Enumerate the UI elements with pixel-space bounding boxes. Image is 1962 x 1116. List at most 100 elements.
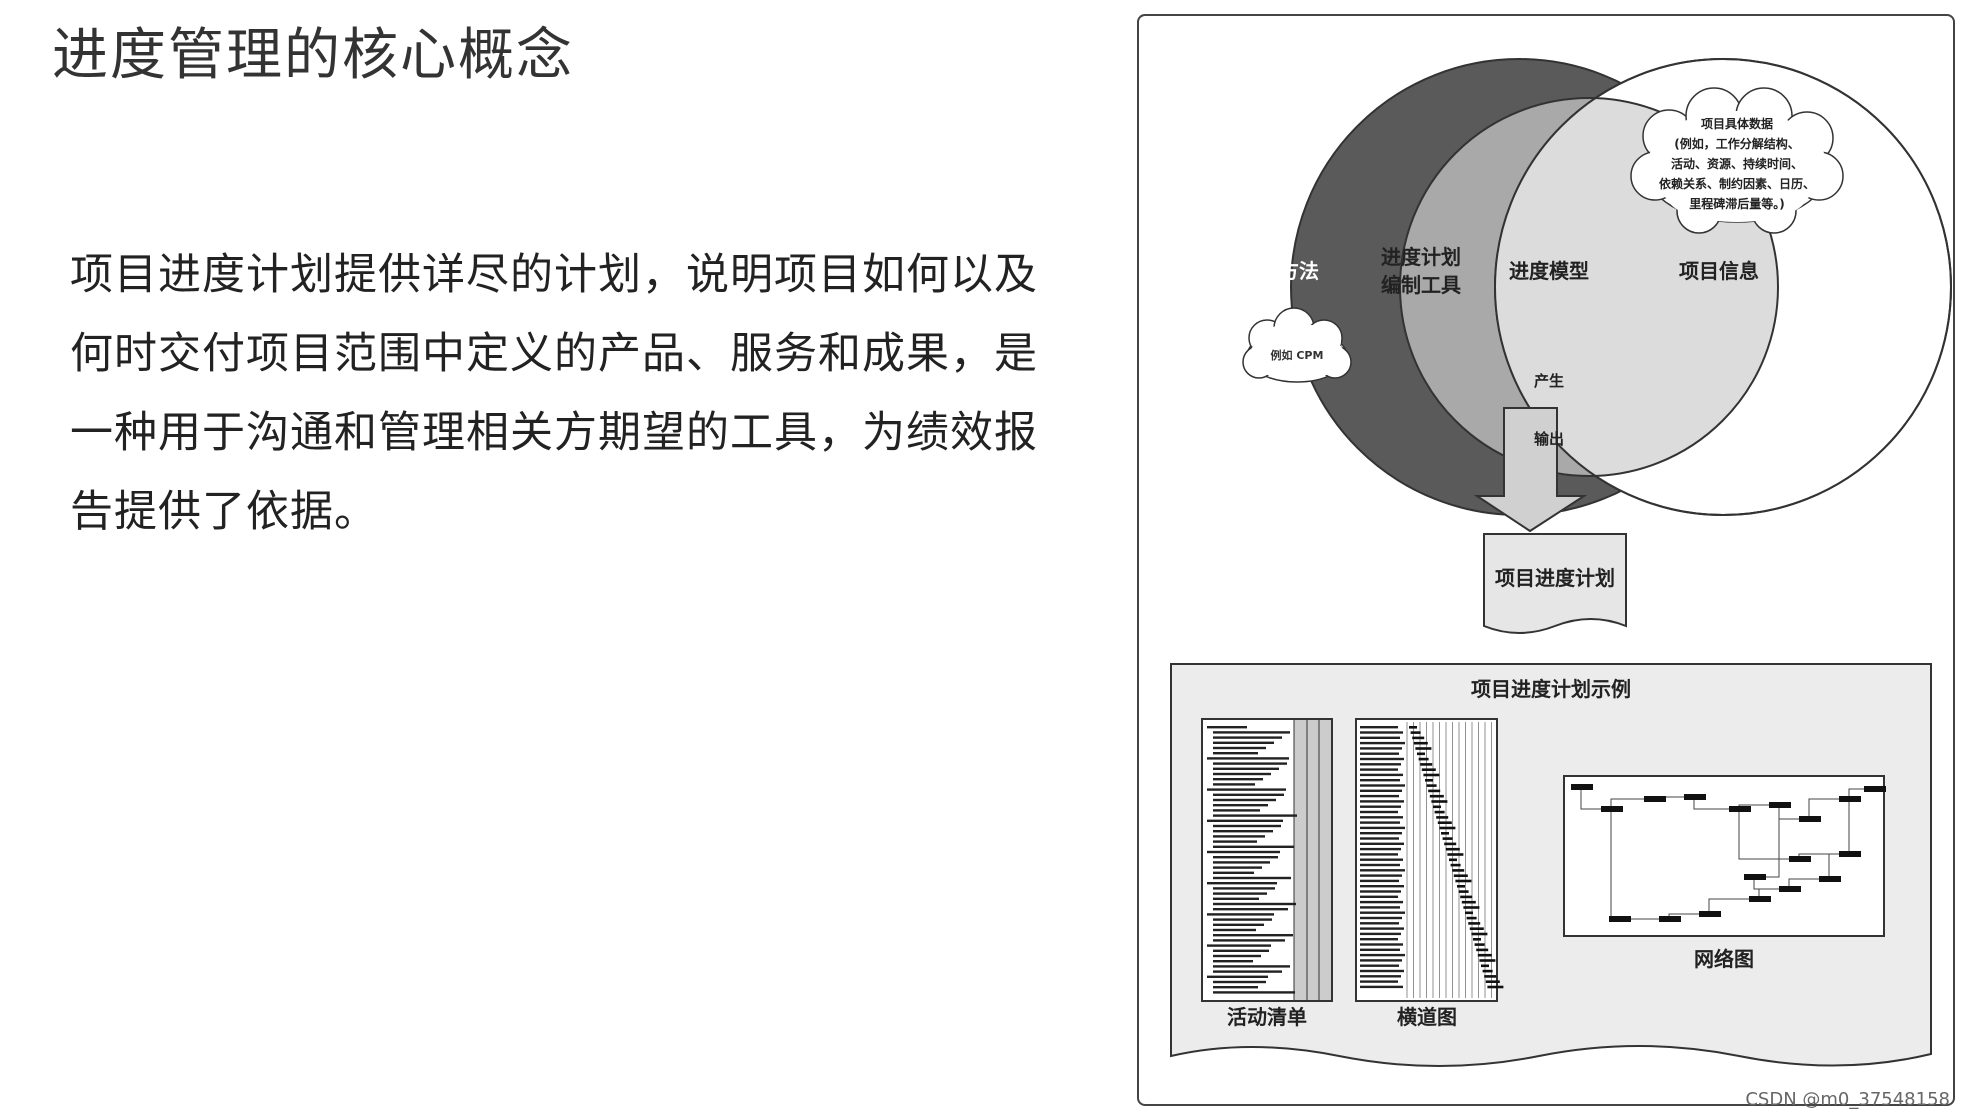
bar-mark: [1431, 800, 1448, 803]
bar-row-label: [1360, 932, 1401, 936]
bar-mark: [1466, 916, 1477, 920]
bar-mark: [1461, 900, 1476, 904]
bar-row-label: [1360, 900, 1403, 904]
bar-mark: [1420, 763, 1433, 766]
schedule-examples-title: 项目进度计划示例: [1471, 677, 1631, 701]
network-link: [1808, 798, 1839, 819]
activity-row: [1213, 871, 1254, 874]
activity-row: [1213, 798, 1276, 802]
activity-row: [1213, 861, 1270, 864]
network-node: [1699, 911, 1721, 917]
activity-row: [1213, 840, 1257, 843]
bar-mark: [1415, 747, 1432, 750]
bar-row-label: [1360, 763, 1401, 766]
bar-row-label: [1360, 959, 1402, 962]
network-diagram-thumbnail: [1563, 775, 1886, 937]
bar-row-label: [1360, 826, 1405, 830]
project-data-line-2: (例如，工作分解结构、: [1674, 136, 1800, 151]
bar-mark: [1410, 731, 1421, 734]
bar-mark: [1418, 757, 1429, 761]
bar-row-label: [1360, 757, 1404, 761]
bar-mark: [1428, 789, 1441, 793]
bar-mark: [1426, 784, 1437, 787]
bar-row-label: [1360, 784, 1405, 787]
activity-row: [1213, 960, 1253, 963]
bar-mark: [1442, 837, 1453, 840]
bar-chart-label: 横道图: [1397, 1005, 1457, 1029]
bar-mark: [1471, 932, 1488, 936]
activity-row: [1213, 991, 1295, 994]
figure-diagram: 计划方法 例如 CPM 进度计划 编制工具 进度模型 产生 项目信息 项目具体数…: [1170, 58, 1952, 1067]
bar-row-label: [1360, 726, 1398, 729]
project-data-line-3: 活动、资源、持续时间、: [1671, 156, 1803, 171]
activity-row: [1207, 757, 1289, 760]
project-data-cloud: [1630, 87, 1844, 234]
bar-mark: [1450, 863, 1461, 867]
activity-row: [1213, 965, 1290, 968]
network-link: [1610, 798, 1644, 809]
bar-mark: [1469, 927, 1484, 930]
activity-row: [1207, 913, 1274, 916]
activity-row: [1207, 975, 1268, 978]
activity-row: [1213, 772, 1271, 776]
activity-row: [1213, 934, 1293, 937]
bar-row-label: [1360, 794, 1399, 798]
bar-mark: [1479, 959, 1496, 962]
activity-row: [1213, 746, 1266, 750]
bar-mark: [1441, 832, 1449, 835]
bar-row-label: [1360, 948, 1400, 951]
network-link: [1788, 878, 1819, 889]
project-schedule-label: 项目进度计划: [1495, 566, 1615, 590]
bar-row-label: [1360, 885, 1404, 888]
activity-row: [1213, 762, 1287, 765]
activity-row: [1213, 752, 1258, 755]
project-data-line-5: 里程碑滞后量等。): [1689, 196, 1785, 211]
bar-row-label: [1360, 821, 1400, 824]
network-node: [1779, 886, 1801, 892]
bar-row-label: [1360, 922, 1399, 925]
bar-mark: [1455, 879, 1472, 883]
bar-row-label: [1360, 805, 1401, 808]
network-node: [1769, 802, 1791, 808]
activity-row: [1213, 835, 1265, 838]
network-node: [1609, 916, 1631, 922]
bar-mark: [1487, 985, 1504, 989]
bar-mark: [1433, 805, 1441, 809]
output-arrow: [1473, 407, 1588, 533]
activity-row: [1213, 918, 1272, 921]
description-paragraph: 项目进度计划提供详尽的计划，说明项目如何以及何时交付项目范围中定义的产品、服务和…: [70, 250, 1038, 537]
activity-row: [1207, 788, 1286, 791]
network-node: [1644, 796, 1666, 802]
network-node: [1819, 876, 1841, 882]
bar-mark: [1468, 922, 1481, 925]
bar-row-label: [1360, 964, 1399, 967]
planning-method-label: 计划方法: [1239, 259, 1319, 283]
network-node: [1749, 896, 1771, 902]
bar-mark: [1484, 975, 1497, 978]
page-title: 进度管理的核心概念: [52, 23, 574, 88]
network-link: [1738, 809, 1789, 860]
bar-row-label: [1360, 985, 1403, 989]
activity-row: [1213, 814, 1297, 817]
bar-mark: [1434, 810, 1445, 814]
activity-row: [1213, 856, 1278, 859]
bar-row-label: [1360, 938, 1398, 941]
bar-row-label: [1360, 847, 1401, 851]
activity-row: [1207, 944, 1271, 947]
activity-row: [1207, 850, 1280, 854]
bar-row-label: [1360, 980, 1398, 983]
bar-mark: [1437, 821, 1452, 824]
activity-row: [1213, 804, 1268, 807]
activity-row: [1213, 824, 1281, 828]
bar-row-label: [1360, 890, 1401, 893]
bar-mark: [1460, 895, 1473, 899]
activity-row: [1213, 809, 1260, 812]
bar-row-label: [1360, 800, 1404, 803]
network-node: [1571, 784, 1593, 790]
project-schedule-document: [1483, 533, 1627, 634]
bar-row-label: [1360, 869, 1405, 872]
bar-row-label: [1360, 752, 1399, 755]
bar-mark: [1447, 853, 1464, 856]
bar-mark: [1439, 826, 1456, 830]
network-link: [1693, 797, 1729, 810]
